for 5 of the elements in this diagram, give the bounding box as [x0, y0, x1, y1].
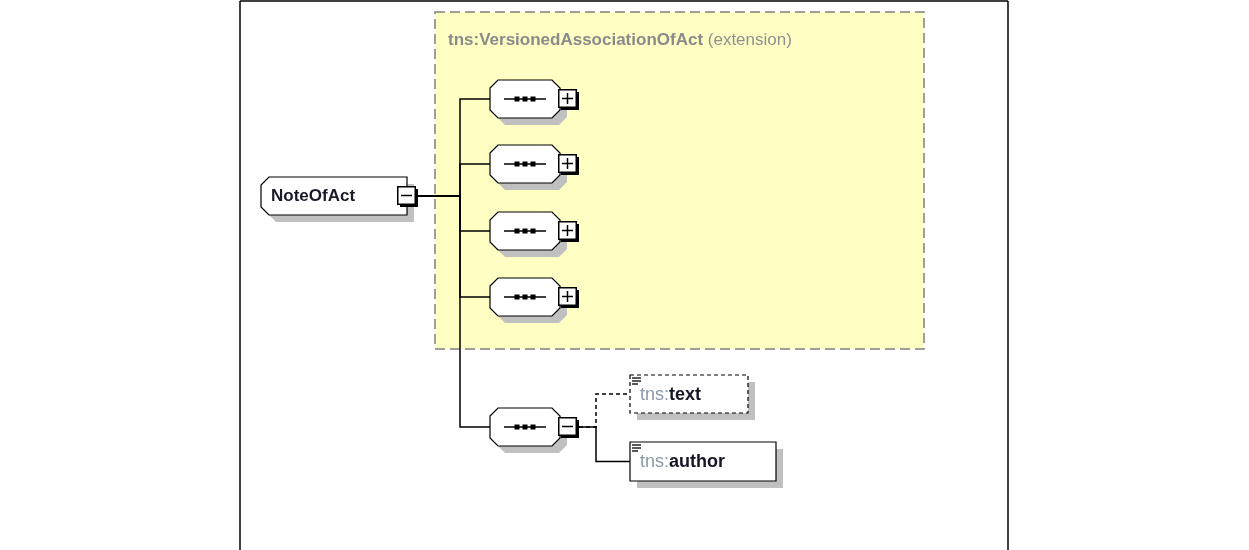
element-name: tns:author [640, 451, 725, 472]
connector-line [578, 426, 631, 463]
element-name: tns:text [640, 384, 702, 405]
element-name: NoteOfAct [271, 186, 356, 206]
group-title: tns:VersionedAssociationOfAct (extension) [448, 30, 792, 50]
